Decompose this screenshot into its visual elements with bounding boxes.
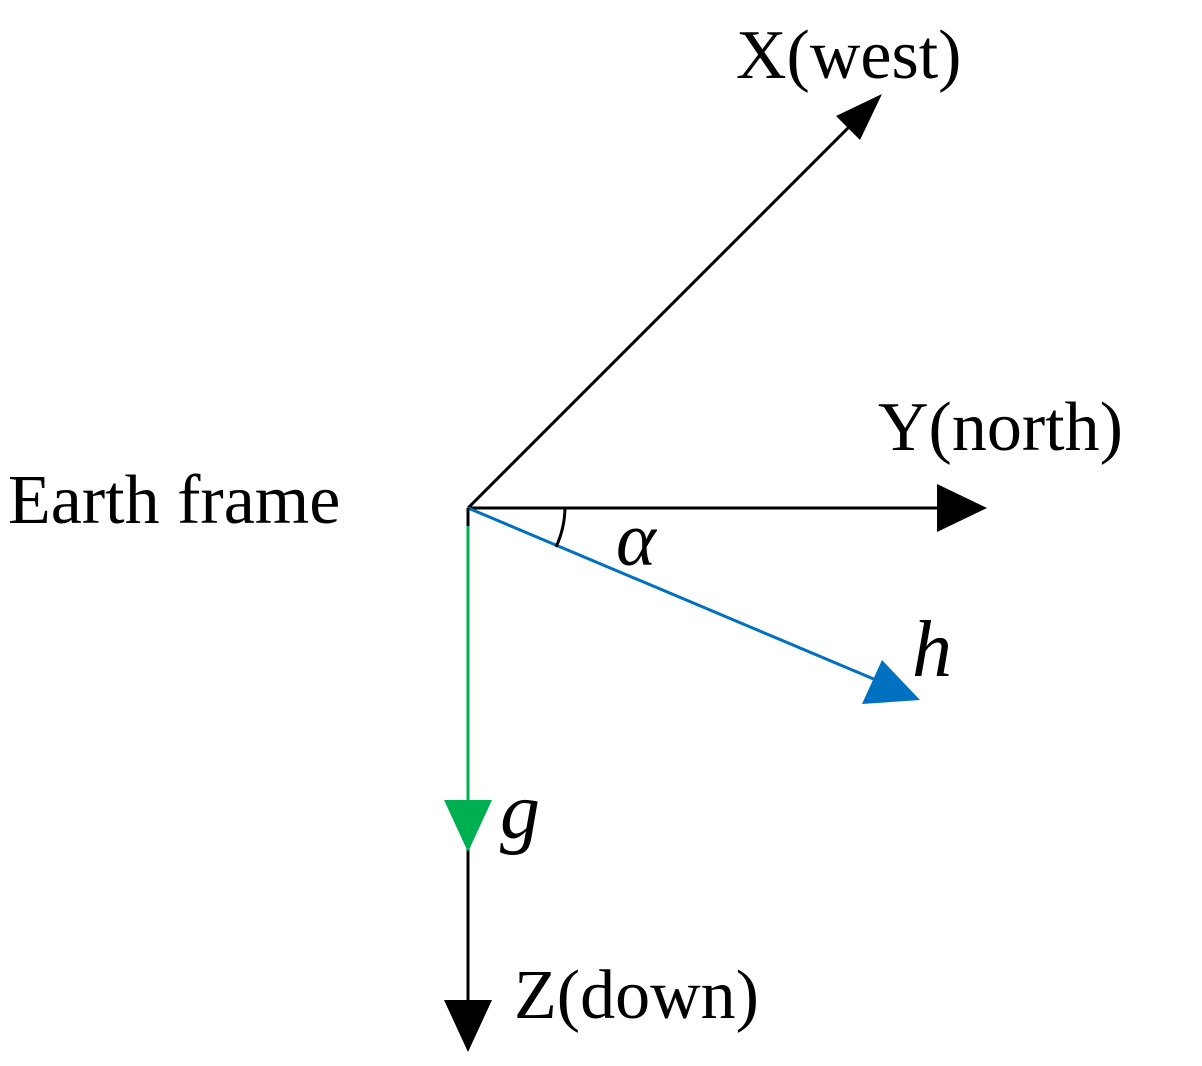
- y-axis-arrowhead: [937, 484, 987, 532]
- angle-alpha-label: α: [616, 498, 658, 582]
- x-axis: [466, 94, 882, 510]
- y-axis-label: Y(north): [878, 389, 1123, 466]
- z-axis-label: Z(down): [514, 957, 759, 1034]
- angle-arc: [554, 507, 567, 548]
- x-axis-arrowhead: [836, 94, 882, 140]
- x-axis-label: X(west): [736, 17, 961, 94]
- x-axis-line: [466, 116, 860, 510]
- h-vector: [467, 506, 920, 704]
- z-axis: [444, 848, 492, 1052]
- h-vector-label: h: [912, 606, 952, 694]
- g-vector-label: g: [500, 768, 540, 856]
- h-vector-arrowhead: [862, 660, 920, 704]
- h-vector-line: [467, 506, 877, 682]
- z-axis-arrowhead: [444, 1000, 492, 1052]
- y-axis: [468, 484, 987, 532]
- g-vector-arrowhead: [444, 800, 492, 852]
- earth-frame-label: Earth frame: [8, 462, 340, 539]
- g-vector: [444, 508, 492, 852]
